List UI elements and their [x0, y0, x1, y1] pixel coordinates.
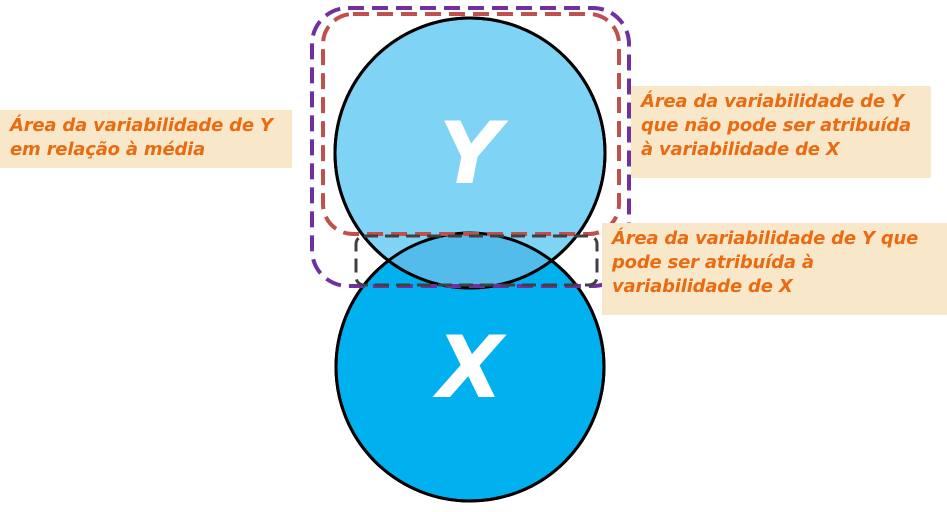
circle-y-letter: Y: [439, 104, 509, 204]
label-line: Área da variabilidade de Y que: [612, 228, 919, 249]
circle-x-letter: X: [432, 318, 507, 418]
label-line: à variabilidade de X: [641, 139, 840, 160]
label-line: variabilidade de X: [612, 276, 793, 297]
label-line: que não pode ser atribuída: [641, 115, 911, 136]
label-explained-variability: Área da variabilidade de Y que pode ser …: [602, 223, 947, 315]
label-line: Área da variabilidade de Y: [10, 115, 273, 136]
label-line: em relação à média: [10, 139, 206, 160]
outline-unexplained-variability: [321, 12, 621, 236]
label-total-variability: Área da variabilidade de Y em relação à …: [0, 110, 292, 168]
label-unexplained-variability: Área da variabilidade de Y que não pode …: [631, 86, 931, 178]
outline-explained-variability: [354, 234, 599, 287]
label-line: Área da variabilidade de Y: [641, 91, 904, 112]
label-line: pode ser atribuída à: [612, 252, 814, 273]
